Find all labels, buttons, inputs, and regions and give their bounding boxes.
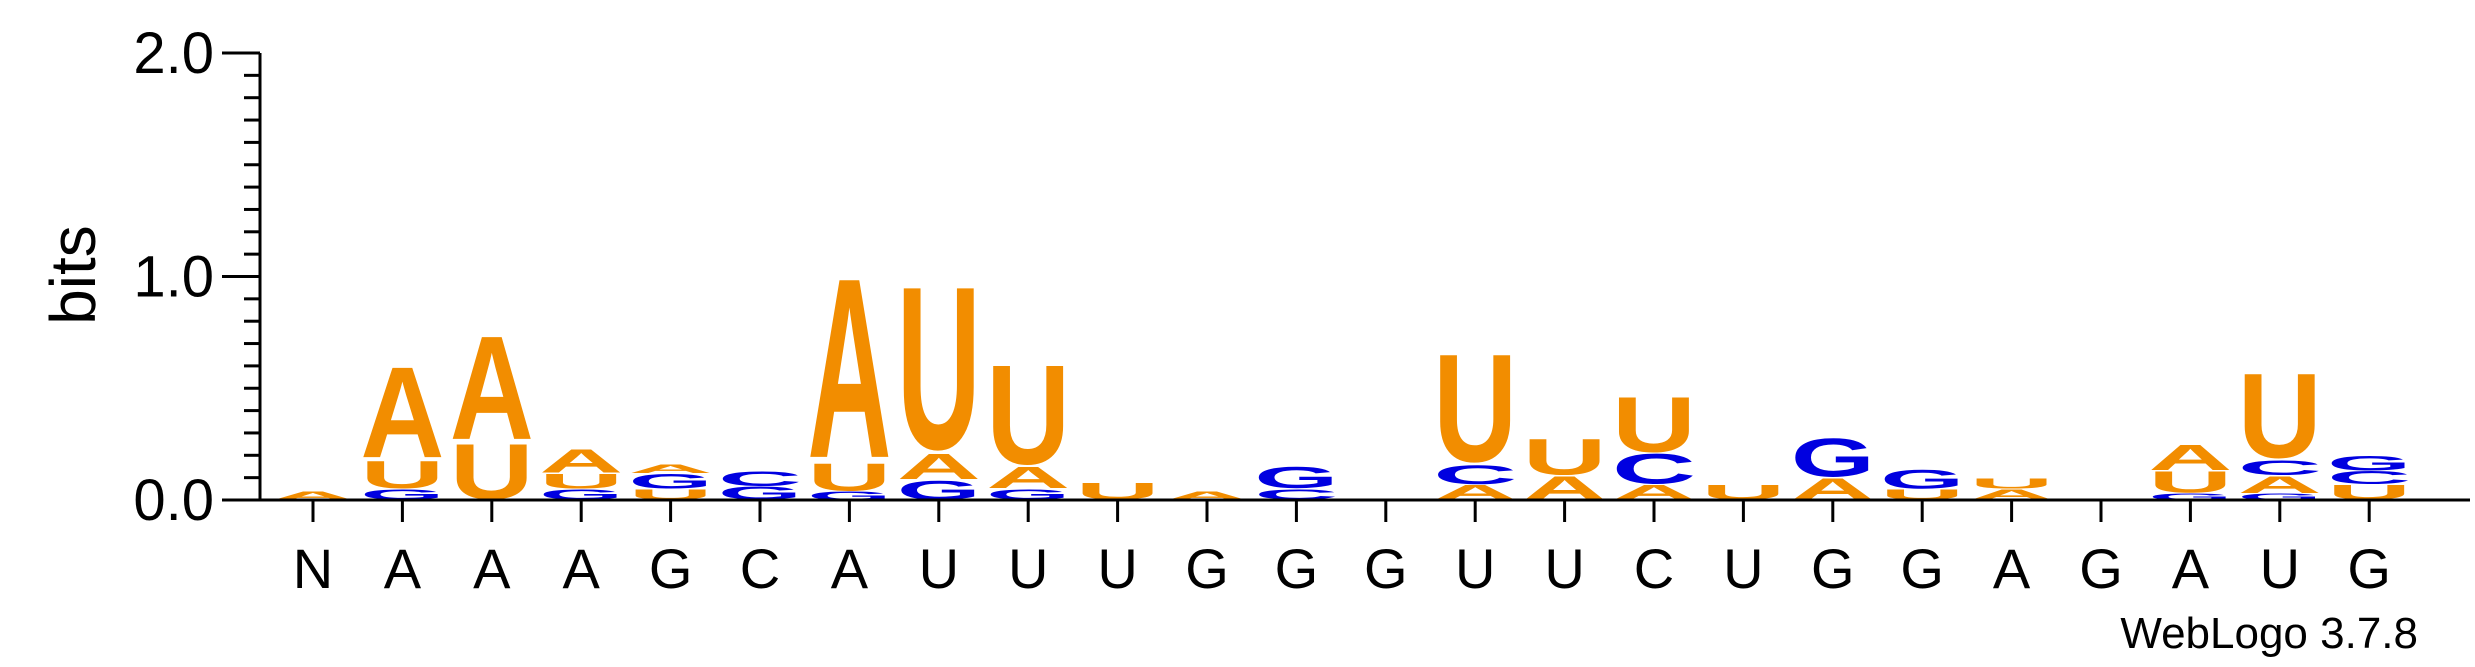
x-tick-label: A bbox=[1993, 537, 2031, 600]
logo-letter-C: C bbox=[718, 467, 802, 491]
logo-letter-A: A bbox=[986, 461, 1070, 495]
x-tick-label: U bbox=[919, 537, 959, 600]
logo-column: UA bbox=[450, 307, 534, 516]
logo-letter-A: A bbox=[2238, 471, 2322, 498]
logo-column: ACU bbox=[1612, 381, 1696, 504]
logo-letter-C: C bbox=[2238, 456, 2322, 480]
logo-column: GAU bbox=[897, 238, 981, 505]
x-tick-label: A bbox=[384, 537, 422, 600]
logo-letter-A: A bbox=[1612, 480, 1696, 504]
x-tick-label: U bbox=[1455, 537, 1495, 600]
x-tick-label: G bbox=[1364, 537, 1408, 600]
logo-letter-U: U bbox=[1701, 480, 1785, 504]
logo-column: AU bbox=[1523, 429, 1607, 507]
logo-letter-U: U bbox=[1970, 475, 2054, 492]
logo-letter-A: A bbox=[1433, 480, 1517, 504]
logo-letter-G: G bbox=[1791, 428, 1875, 488]
x-tick-label: G bbox=[1275, 537, 1319, 600]
x-tick-label: U bbox=[1097, 537, 1137, 600]
x-tick-label: G bbox=[1811, 537, 1855, 600]
logo-letter-G: G bbox=[2238, 492, 2322, 502]
logo-column: CG bbox=[1254, 461, 1338, 503]
logo-letter-A: A bbox=[450, 307, 534, 472]
footer-text: WebLogo 3.7.8 bbox=[2120, 609, 2418, 658]
x-tick-label: A bbox=[473, 537, 511, 600]
x-tick-label: N bbox=[293, 537, 333, 600]
logo-column: UGA bbox=[629, 462, 713, 503]
logo-letter-U: U bbox=[2238, 349, 2322, 483]
logo-letter-C: C bbox=[1612, 445, 1696, 492]
logo-letter-A: A bbox=[629, 462, 713, 476]
logo-column: GUA bbox=[539, 443, 623, 503]
logo-letter-U: U bbox=[1612, 381, 1696, 469]
y-tick-label: 1.0 bbox=[133, 245, 214, 310]
x-tick-label: U bbox=[2260, 537, 2300, 600]
y-axis: 0.0 1.0 2.0 bbox=[133, 21, 262, 533]
logo-letter-A: A bbox=[2148, 438, 2232, 478]
y-tick-label: 2.0 bbox=[133, 21, 214, 86]
logo-letter-G: G bbox=[1254, 461, 1338, 495]
logo-column: UG bbox=[1880, 464, 1964, 503]
logo-column: GC bbox=[718, 467, 802, 504]
y-tick-label: 0.0 bbox=[133, 468, 214, 533]
x-tick-label: G bbox=[2347, 537, 2391, 600]
logo-letter-U: U bbox=[986, 337, 1070, 495]
logo-letter-G: G bbox=[2327, 452, 2411, 475]
x-tick-label: G bbox=[2079, 537, 2123, 600]
logo-letter-U: U bbox=[807, 455, 891, 499]
logo-letter-G: G bbox=[629, 470, 713, 493]
x-tick-label: U bbox=[1544, 537, 1584, 600]
logo-column: GUA bbox=[807, 226, 891, 512]
x-tick-label: G bbox=[1900, 537, 1944, 600]
logo-column: GUA bbox=[360, 340, 444, 503]
logo-column: GUA bbox=[2148, 438, 2232, 502]
logo-letter-G: G bbox=[2148, 492, 2232, 502]
logo-letter-U: U bbox=[360, 453, 444, 497]
logo-column: U bbox=[1701, 480, 1785, 504]
logo-letter-A: A bbox=[897, 447, 981, 487]
x-tick-label: U bbox=[1008, 537, 1048, 600]
x-tick-label: C bbox=[1634, 537, 1674, 600]
logo-letter-G: G bbox=[1880, 464, 1964, 494]
logo-letter-C: C bbox=[2327, 468, 2411, 488]
x-tick-label: A bbox=[2172, 537, 2210, 600]
logo-letter-U: U bbox=[897, 238, 981, 497]
logo-letter-A: A bbox=[360, 340, 444, 485]
logo-letter-U: U bbox=[2327, 480, 2411, 504]
x-tick-label: A bbox=[831, 537, 869, 600]
x-tick-label: A bbox=[563, 537, 601, 600]
logo-letter-U: U bbox=[1433, 321, 1517, 494]
logo-letter-A: A bbox=[807, 226, 891, 512]
logo-letter-A: A bbox=[539, 443, 623, 480]
logo-column: GAU bbox=[986, 337, 1070, 503]
logo-letter-U: U bbox=[1523, 429, 1607, 486]
x-tick-label: G bbox=[1185, 537, 1229, 600]
logo-letter-U: U bbox=[2148, 466, 2232, 500]
x-tick-label: C bbox=[740, 537, 780, 600]
logo-column: ACU bbox=[1433, 321, 1517, 504]
y-axis-label: bits bbox=[37, 225, 109, 325]
logo-column: AG bbox=[1791, 428, 1875, 506]
logo-column: UCG bbox=[2327, 452, 2411, 504]
logo-letter-C: C bbox=[1433, 459, 1517, 489]
x-tick-label: U bbox=[1723, 537, 1763, 600]
logo-letter-U: U bbox=[539, 469, 623, 493]
x-tick-label: G bbox=[649, 537, 693, 600]
